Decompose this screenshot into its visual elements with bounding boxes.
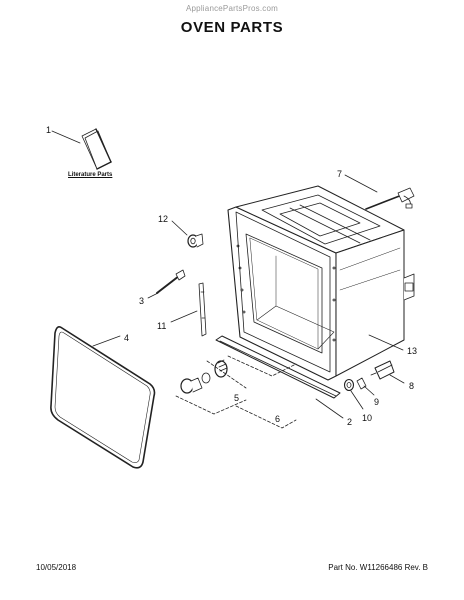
leader-line: [170, 310, 198, 323]
callout-11: 11: [157, 321, 166, 331]
leader-line: [389, 374, 405, 384]
grommet: [187, 233, 204, 248]
literature-parts-label: Literature Parts: [68, 172, 113, 178]
watermark: AppliancePartsPros.com: [186, 4, 278, 13]
leader-line: [51, 130, 81, 144]
hinge-strip: [198, 282, 207, 337]
callout-4: 4: [124, 333, 129, 343]
callout-12: 12: [158, 214, 168, 224]
callout-2: 2: [347, 417, 352, 427]
callout-10: 10: [362, 413, 372, 423]
screw: [156, 269, 186, 294]
door-gasket: [50, 326, 156, 469]
footer-part-number: Part No. W11266486 Rev. B: [328, 563, 428, 572]
wire-connector: [356, 377, 375, 396]
callout-3: 3: [139, 296, 144, 306]
footer-date: 10/05/2018: [36, 563, 77, 572]
leader-line: [92, 335, 121, 347]
leader-line: [344, 174, 378, 193]
callout-5: 5: [234, 393, 239, 403]
callout-9: 9: [374, 397, 379, 407]
callout-1: 1: [46, 125, 51, 135]
page-title: OVEN PARTS: [180, 19, 284, 36]
leader-line: [147, 292, 159, 299]
oven-sensor: [365, 187, 415, 210]
leader-line: [368, 334, 404, 351]
callout-7: 7: [337, 169, 342, 179]
callout-13: 13: [407, 346, 417, 356]
literature-booklet: [81, 128, 112, 170]
control-knob-assembly: [175, 359, 247, 415]
bottom-trim: [215, 335, 341, 399]
bracket-outline: [227, 355, 297, 377]
oven-cavity: [227, 185, 415, 381]
leader-line: [350, 390, 364, 410]
bracket-outline: [235, 405, 297, 429]
terminal-block: [370, 360, 395, 380]
callout-6: 6: [275, 414, 280, 424]
lamp-socket: [343, 378, 355, 392]
leader-line: [315, 398, 344, 419]
leader-line: [171, 220, 188, 236]
callout-8: 8: [409, 381, 414, 391]
